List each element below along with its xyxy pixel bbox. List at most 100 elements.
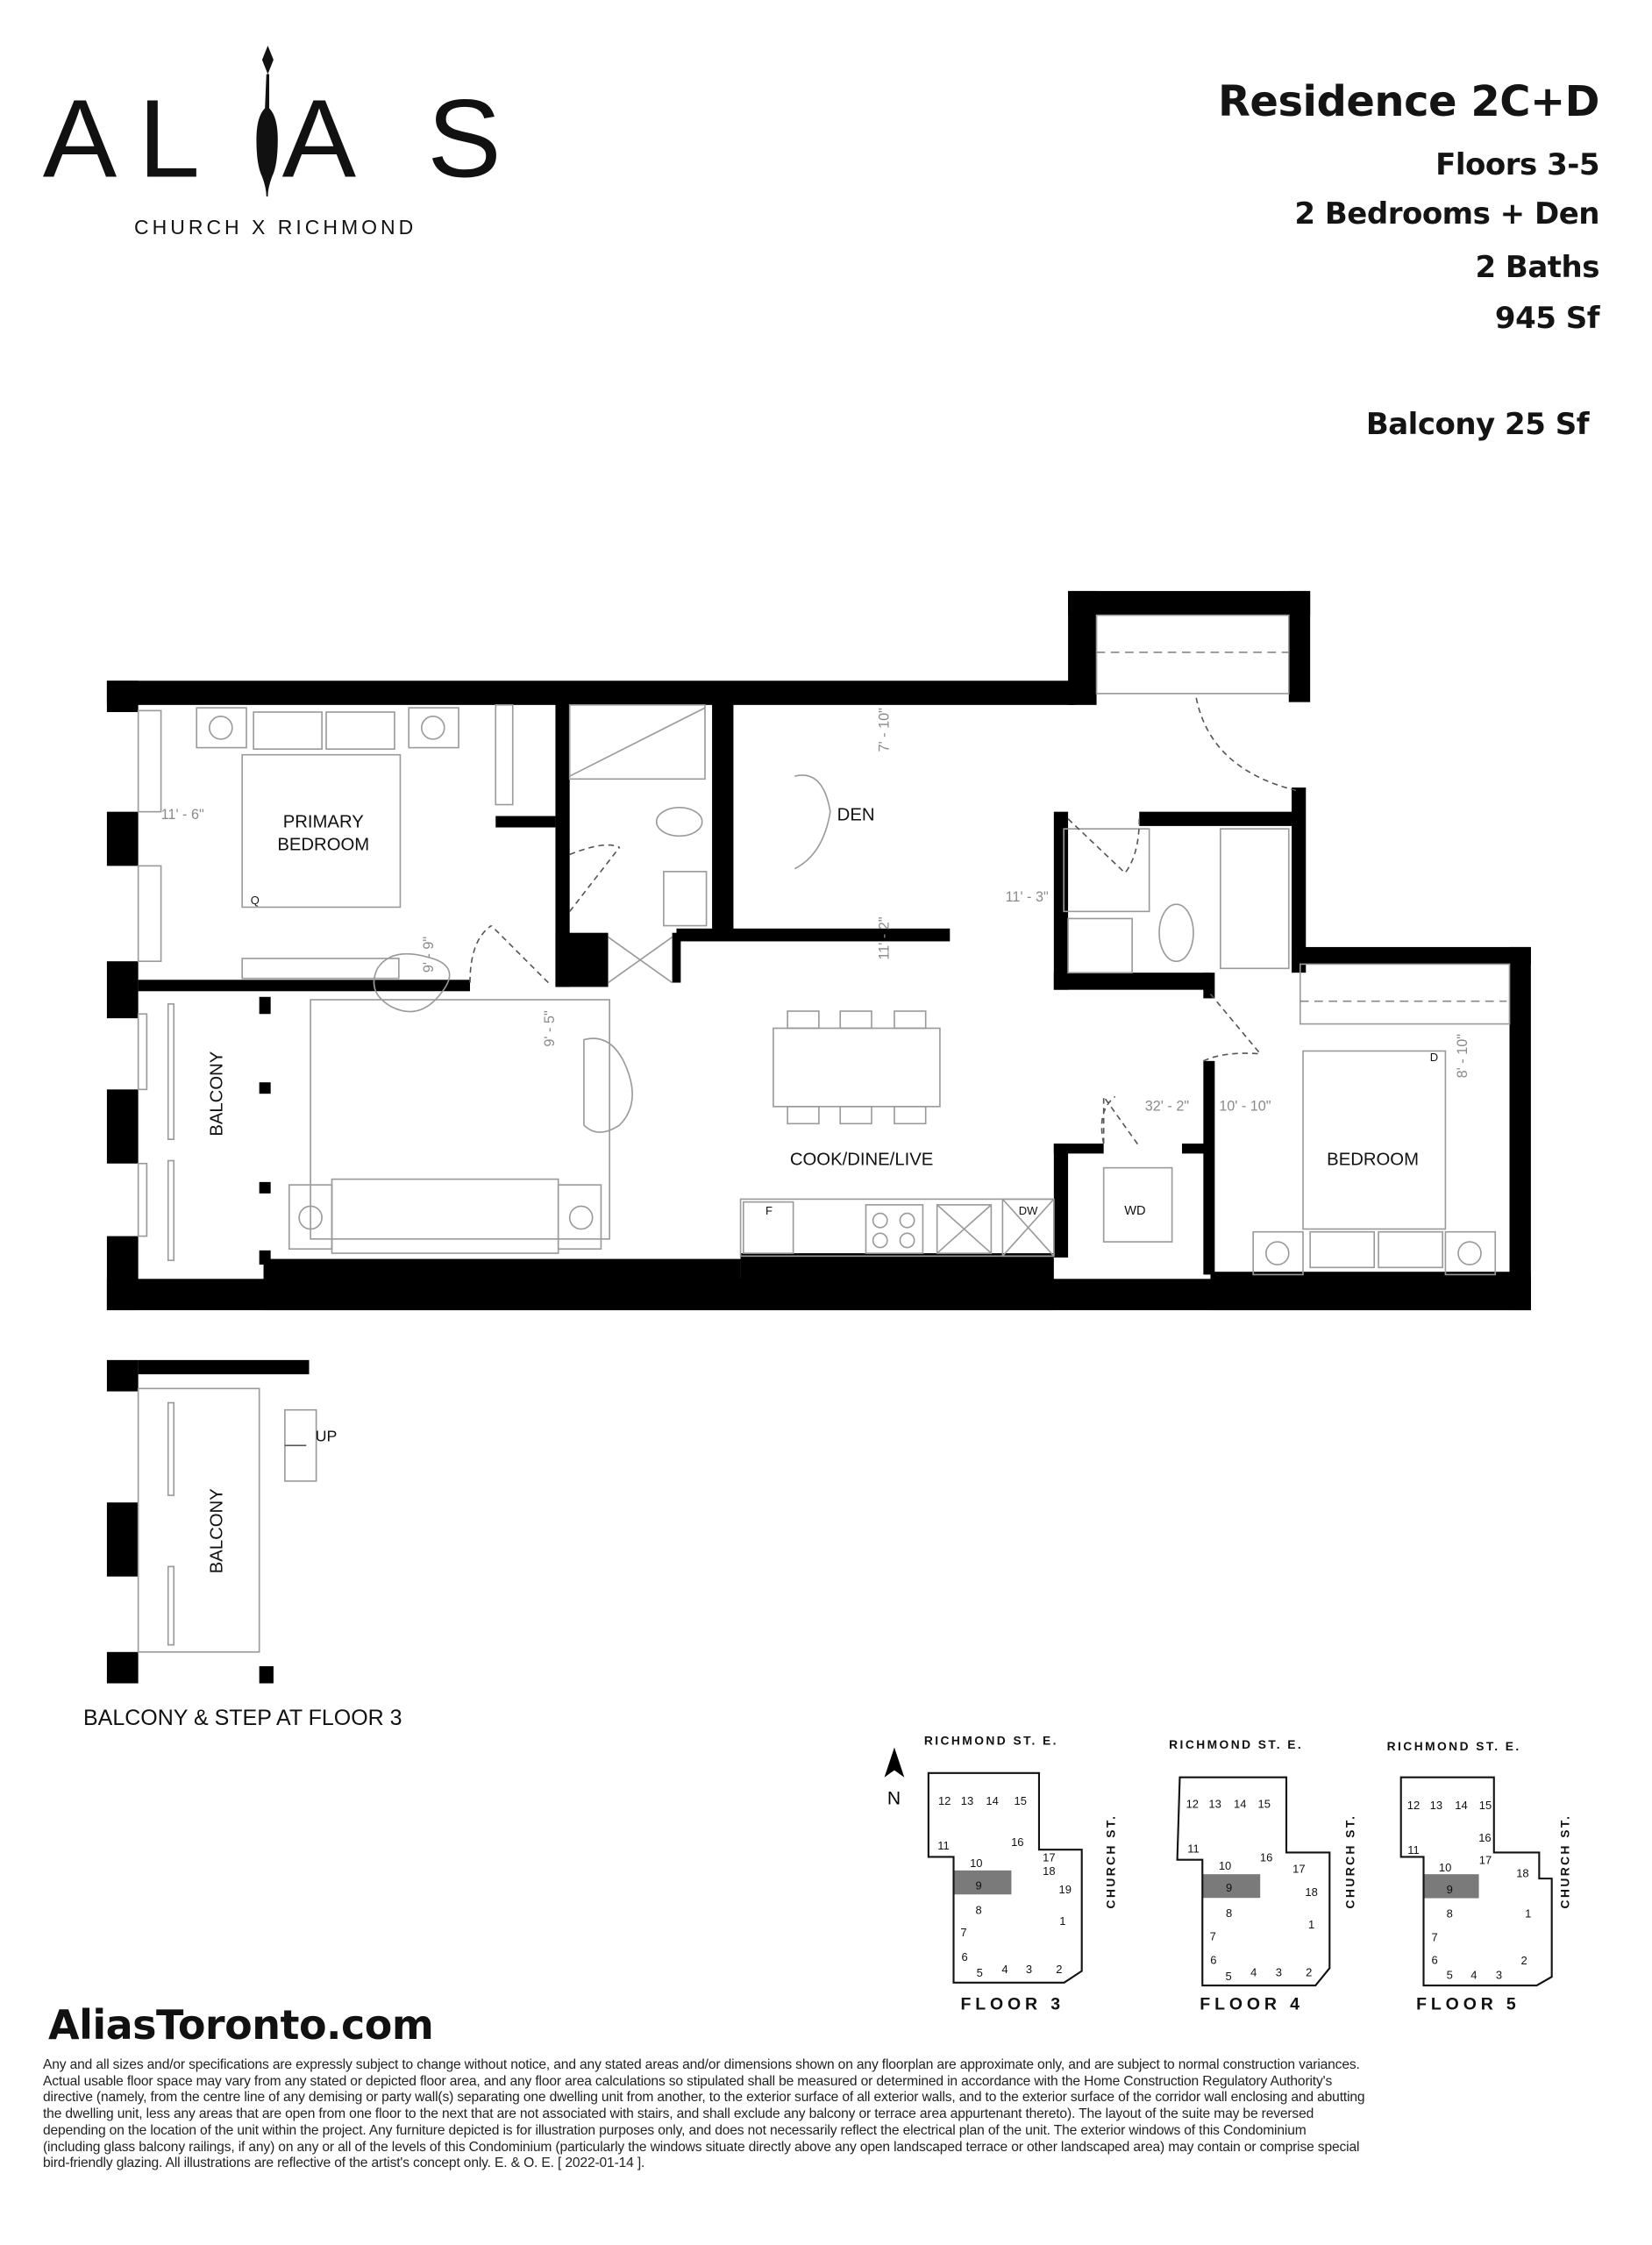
unit-number: 6 [1431, 1953, 1437, 1966]
label-dishwasher: DW [1019, 1204, 1038, 1217]
appliance-x [936, 1198, 1055, 1257]
unit-number: 9 [1447, 1883, 1453, 1896]
label-queen-bed: Q [251, 894, 260, 907]
wall [1292, 788, 1307, 973]
vanity [1067, 917, 1133, 973]
unit-number: 4 [1470, 1968, 1477, 1981]
floor-label-3: FLOOR 3 [960, 1994, 1064, 2013]
residence-title: Residence 2C+D [1217, 77, 1600, 126]
unit-number: 18 [1305, 1885, 1317, 1899]
shower-floor [1063, 828, 1150, 913]
nightstand [196, 707, 247, 749]
unit-number: 1 [1308, 1918, 1314, 1931]
label-bedroom: BEDROOM [1327, 1150, 1419, 1169]
room-labels: PRIMARY BEDROOM DEN COOK/DINE/LIVE BEDRO… [207, 805, 1438, 1573]
dim-bedroom-depth: 8' - 10" [1455, 1034, 1470, 1079]
window [137, 1013, 148, 1091]
unit-number: 15 [1258, 1797, 1271, 1810]
wall [1053, 1144, 1069, 1258]
closet-rod [1096, 651, 1507, 1002]
closet-door [495, 704, 514, 806]
unit-number: 3 [1496, 1968, 1502, 1981]
unit-number: 18 [1043, 1864, 1055, 1878]
sink [936, 1204, 993, 1254]
wall [495, 816, 556, 828]
lamp-icon [1264, 1241, 1290, 1265]
balcony-railing [167, 1159, 175, 1262]
dim-bath-width: 11' - 3" [1006, 889, 1049, 905]
dimension-labels: 11' - 6" 7' - 10" 11' - 3" 11' - 2" 9' -… [161, 708, 1470, 1115]
unit-number: 1 [1525, 1907, 1531, 1921]
chair [894, 1105, 927, 1125]
floor-label-4: FLOOR 4 [1200, 1994, 1303, 2013]
balcony-railing [167, 1003, 175, 1140]
unit-number: 15 [1015, 1794, 1027, 1807]
unit-number: 5 [1447, 1968, 1453, 1981]
highlighted-unit [1423, 1874, 1479, 1899]
door-swing [1195, 697, 1297, 792]
label-step-balcony: BALCONY [207, 1488, 226, 1573]
unit-number: 19 [1059, 1883, 1072, 1896]
website-link[interactable]: AliasToronto.com [48, 2001, 434, 2049]
wall [672, 932, 681, 983]
shower-drain [608, 936, 673, 984]
building-outline [1399, 1776, 1553, 1987]
nightstand [1252, 1230, 1304, 1276]
unit-number: 8 [1226, 1906, 1232, 1920]
wall [106, 1089, 139, 1164]
kitchen-counter [739, 1198, 1055, 1258]
door-swing [469, 924, 549, 984]
wall [1053, 1144, 1104, 1154]
side-table [288, 1184, 333, 1251]
label-fridge: F [765, 1204, 773, 1217]
shower [568, 704, 706, 780]
wall [106, 681, 1076, 705]
unit-number: 7 [1210, 1929, 1216, 1942]
unit-number: 5 [977, 1966, 983, 1979]
wall [676, 928, 951, 942]
north-arrow: N [884, 1747, 905, 1809]
unit-number: 8 [1447, 1907, 1453, 1921]
unit-number: 11 [1187, 1842, 1199, 1855]
nightstand [1444, 1230, 1497, 1276]
label-washer-dryer: WD [1124, 1204, 1145, 1218]
unit-number: 4 [1001, 1963, 1008, 1976]
fridge [742, 1201, 794, 1254]
furniture [137, 614, 1511, 1653]
coffee-table [373, 952, 451, 1013]
den-chair [794, 774, 831, 870]
bed [1302, 1050, 1447, 1230]
label-balcony: BALCONY [207, 1051, 226, 1136]
chair [839, 1010, 872, 1030]
unit-number: 7 [960, 1926, 966, 1939]
wall [1181, 1144, 1211, 1154]
street-east-floor5: CHURCH ST. [1559, 1814, 1572, 1909]
label-primary-bedroom-1: PRIMARY [283, 813, 365, 832]
unit-number: 12 [1186, 1797, 1199, 1810]
unit-number: 11 [1407, 1843, 1419, 1857]
unit-number: 4 [1250, 1965, 1257, 1978]
unit-number: 16 [1011, 1835, 1023, 1849]
bathtub [1220, 828, 1290, 970]
chair [839, 1105, 872, 1125]
street-east-floor4: CHURCH ST. [1343, 1814, 1356, 1909]
building-outline [927, 1771, 1083, 1984]
toilet [1158, 903, 1194, 962]
alias-logo: A L A S [43, 45, 502, 200]
unit-number: 12 [1407, 1799, 1420, 1812]
burner [872, 1232, 888, 1249]
unit-number: 5 [1225, 1970, 1231, 1983]
chair [787, 1010, 820, 1030]
lamp-icon [298, 1205, 323, 1230]
unit-number: 18 [1516, 1866, 1528, 1879]
pillow [1378, 1230, 1443, 1269]
label-den: DEN [837, 805, 875, 824]
wall [263, 1258, 741, 1311]
window [137, 1162, 148, 1237]
unit-number: 17 [1292, 1862, 1305, 1875]
bedroom-closet [1299, 963, 1511, 1025]
rug [310, 999, 610, 1240]
